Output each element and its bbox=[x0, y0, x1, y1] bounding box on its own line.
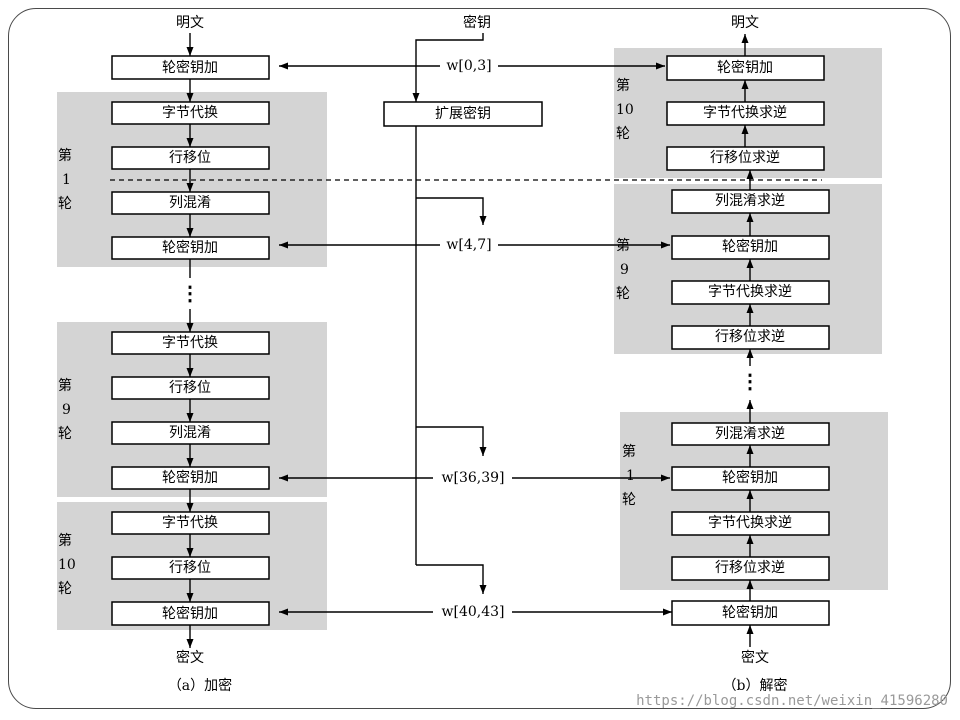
enc-r10-addroundkey-box bbox=[111, 601, 270, 626]
dec-caption: （b）解密 bbox=[723, 677, 788, 694]
enc-r1-mixcolumns-label: 列混淆 bbox=[169, 195, 211, 211]
dec-round9-label-line1: 第 bbox=[616, 237, 630, 254]
dec-round1-label-line1: 第 bbox=[622, 443, 636, 460]
enc-round9-label-line3: 轮 bbox=[58, 426, 72, 442]
dec-round1-label-line3: 轮 bbox=[622, 492, 636, 508]
key-w1-label: w[4,7] bbox=[446, 237, 491, 253]
enc-r9-subbytes-label: 字节代换 bbox=[162, 334, 218, 351]
dec-r9-invsubbytes-box bbox=[671, 280, 830, 305]
enc-r10-shiftrows-box bbox=[111, 556, 270, 580]
enc-output-label: 密文 bbox=[176, 649, 204, 666]
dec-round9-label-line3: 轮 bbox=[616, 286, 630, 302]
dec-r9-invmixcolumns-box bbox=[671, 189, 830, 214]
dec-r1-addroundkey-box bbox=[671, 466, 830, 491]
enc-r9-subbytes-box bbox=[111, 331, 270, 355]
dec-r1-invmixcolumns-label: 列混淆求逆 bbox=[715, 426, 785, 442]
dec-r1-invsubbytes-label: 字节代换求逆 bbox=[708, 514, 792, 531]
enc-r1-subbytes-box bbox=[111, 101, 270, 125]
dec-r9-addroundkey-box bbox=[671, 235, 830, 260]
dec-r1-invshiftrows-label: 行移位求逆 bbox=[715, 560, 785, 576]
dec-r9-invshiftrows-box bbox=[671, 325, 830, 350]
encryption-column: 明文 轮密钥加 第 1 轮 字节代换 行移位 列混淆 轮密钥加 ⋮ 第 9 轮 … bbox=[58, 15, 270, 694]
enc-initial-addroundkey-label: 轮密钥加 bbox=[162, 59, 218, 76]
dec-round1-label-line2: 1 bbox=[626, 468, 635, 484]
dec-round9-label-line2: 9 bbox=[620, 262, 629, 278]
enc-round1-label-line3: 轮 bbox=[58, 196, 72, 212]
dec-r10-addroundkey-label: 轮密钥加 bbox=[717, 59, 773, 76]
key-expansion-label: 扩展密钥 bbox=[435, 105, 491, 122]
dec-r1-invmixcolumns-box bbox=[671, 422, 830, 446]
dec-r10-invshiftrows-label: 行移位求逆 bbox=[710, 150, 780, 166]
dec-r9-addroundkey-label: 轮密钥加 bbox=[722, 238, 778, 255]
enc-round9-label: 第 9 轮 bbox=[58, 377, 76, 442]
dec-r1-addroundkey-label: 轮密钥加 bbox=[722, 469, 778, 486]
enc-round1-label-line2: 1 bbox=[62, 172, 71, 188]
enc-r10-subbytes-box bbox=[111, 511, 270, 535]
dec-r9-invsubbytes-label: 字节代换求逆 bbox=[708, 283, 792, 300]
enc-r1-mixcolumns-box bbox=[111, 191, 270, 215]
enc-r1-addroundkey-label: 轮密钥加 bbox=[162, 239, 218, 256]
dec-r10-invsubbytes-box bbox=[666, 101, 825, 126]
watermark-text: https://blog.csdn.net/weixin_41596280 bbox=[636, 693, 948, 709]
dec-round10-label-line3: 轮 bbox=[616, 126, 630, 142]
dec-r9-invmixcolumns-label: 列混淆求逆 bbox=[715, 193, 785, 209]
dec-round10-label-line2: 10 bbox=[616, 102, 634, 118]
dec-initial-addroundkey-box bbox=[671, 600, 830, 626]
enc-r9-shiftrows-label: 行移位 bbox=[169, 380, 211, 396]
enc-round10-label-line1: 第 bbox=[58, 532, 72, 549]
enc-input-label: 明文 bbox=[176, 15, 204, 31]
enc-round1-label: 第 1 轮 bbox=[58, 147, 76, 212]
key-schedule-column: 密钥 扩展密钥 w[0,3] w[4,7] w[36,39] w[40,43] bbox=[383, 14, 543, 620]
enc-caption: （a）加密 bbox=[168, 677, 232, 694]
dec-flow-lines bbox=[741, 34, 754, 647]
dec-input-label: 密文 bbox=[741, 649, 769, 666]
enc-r10-shiftrows-label: 行移位 bbox=[169, 560, 211, 576]
enc-round10-label-line2: 10 bbox=[58, 557, 76, 573]
dec-r10-invsubbytes-label: 字节代换求逆 bbox=[703, 104, 787, 121]
dec-round1-label: 第 1 轮 bbox=[622, 443, 640, 508]
enc-r1-shiftrows-label: 行移位 bbox=[169, 150, 211, 166]
key-w9-label: w[36,39] bbox=[442, 470, 505, 486]
dec-r1-invshiftrows-box bbox=[671, 556, 830, 581]
enc-r9-mixcolumns-label: 列混淆 bbox=[169, 425, 211, 441]
enc-r10-subbytes-label: 字节代换 bbox=[162, 514, 218, 531]
enc-round10-label: 第 10 轮 bbox=[58, 532, 80, 597]
enc-r9-shiftrows-box bbox=[111, 376, 270, 400]
enc-initial-addroundkey-box bbox=[111, 55, 270, 80]
enc-r9-addroundkey-box bbox=[111, 466, 270, 490]
dec-round9-label: 第 9 轮 bbox=[616, 237, 634, 302]
enc-r1-shiftrows-box bbox=[111, 146, 270, 170]
dec-round10-label-line1: 第 bbox=[616, 77, 630, 94]
dec-round10-label: 第 10 轮 bbox=[616, 77, 638, 142]
dec-r9-invshiftrows-label: 行移位求逆 bbox=[715, 329, 785, 345]
dec-ellipsis: ⋮ bbox=[740, 369, 760, 393]
enc-r10-addroundkey-label: 轮密钥加 bbox=[162, 605, 218, 622]
key-w0-label: w[0,3] bbox=[446, 58, 491, 74]
decryption-column: 明文 第 10 轮 轮密钥加 字节代换求逆 行移位求逆 第 9 轮 列混淆求逆 … bbox=[616, 15, 830, 694]
enc-r1-addroundkey-box bbox=[111, 236, 270, 260]
enc-r9-addroundkey-label: 轮密钥加 bbox=[162, 469, 218, 486]
enc-round10-label-line3: 轮 bbox=[58, 581, 72, 597]
key-schedule-lines bbox=[279, 33, 672, 616]
enc-r9-mixcolumns-box bbox=[111, 421, 270, 445]
dec-r1-invsubbytes-box bbox=[671, 511, 830, 536]
enc-round9-label-line2: 9 bbox=[62, 402, 71, 418]
enc-r1-subbytes-label: 字节代换 bbox=[162, 104, 218, 121]
dec-r10-addroundkey-box bbox=[666, 55, 825, 81]
dec-output-label: 明文 bbox=[731, 15, 759, 31]
enc-round1-label-line1: 第 bbox=[58, 147, 72, 164]
key-input-label: 密钥 bbox=[463, 14, 491, 31]
enc-ellipsis: ⋮ bbox=[180, 281, 200, 305]
enc-round9-label-line1: 第 bbox=[58, 377, 72, 394]
key-expansion-box bbox=[383, 101, 543, 127]
dec-initial-addroundkey-label: 轮密钥加 bbox=[722, 604, 778, 621]
key-w10-label: w[40,43] bbox=[442, 604, 505, 620]
dec-r10-invshiftrows-box bbox=[666, 146, 825, 171]
